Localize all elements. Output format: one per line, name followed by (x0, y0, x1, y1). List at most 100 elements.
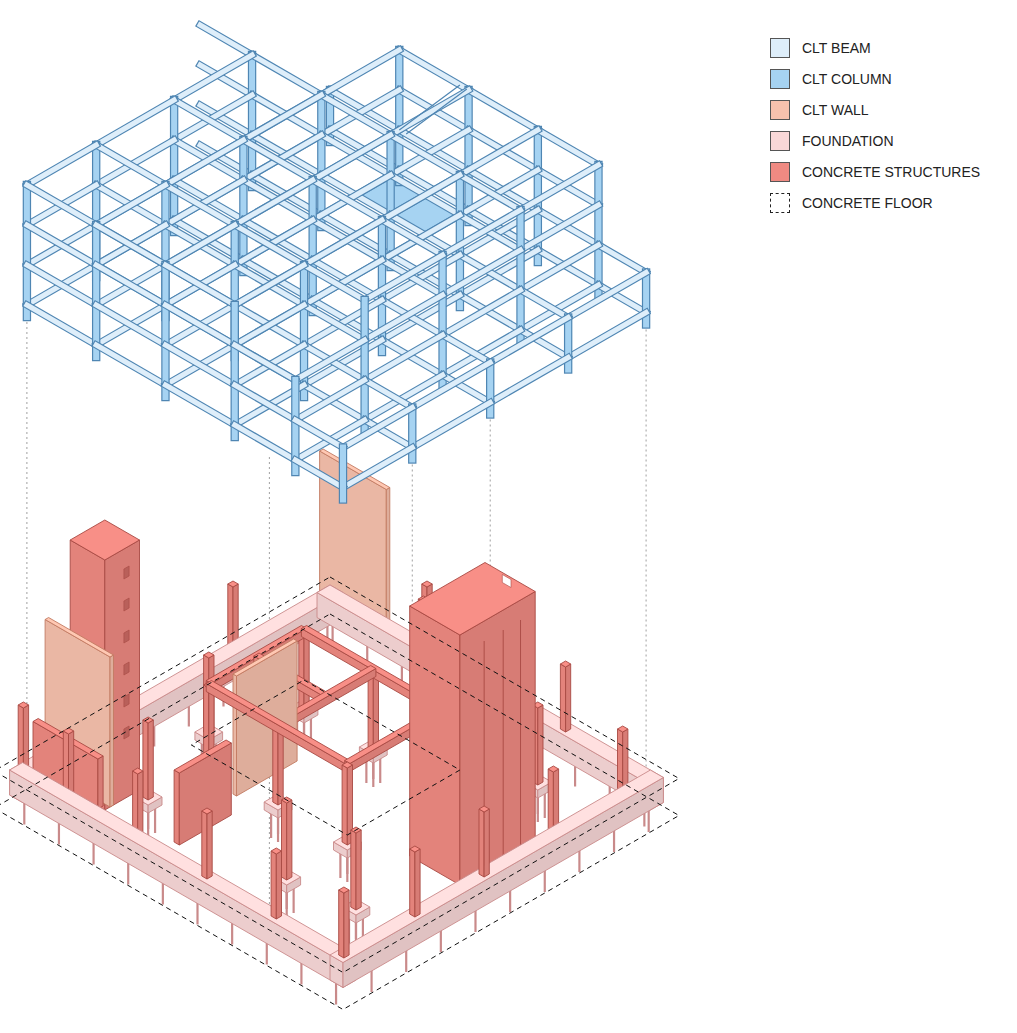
clt-column-outline (594, 165, 602, 297)
box-face (228, 581, 238, 587)
clt-beam (165, 265, 234, 305)
clt-beam (96, 140, 174, 185)
concrete-column (410, 846, 420, 917)
core-opening (124, 662, 129, 675)
clt-beam-outline (235, 425, 296, 460)
box-face (339, 890, 344, 958)
clt-column (388, 135, 394, 267)
box-face (538, 705, 543, 785)
clt-beam (365, 295, 443, 340)
clt-beam-outline (235, 265, 304, 305)
clt-beam (96, 305, 165, 345)
clt-beam (443, 250, 521, 295)
legend-row: CONCRETE FLOOR (770, 187, 980, 218)
core-opening (124, 598, 129, 611)
clt-beam (243, 140, 312, 180)
box-face (386, 488, 390, 630)
clt-beam (443, 290, 521, 335)
box-face (271, 848, 281, 854)
box-face (143, 720, 148, 800)
box-face (410, 563, 536, 636)
clt-beam-outline (304, 305, 365, 340)
box-face (202, 808, 212, 814)
clt-beam-outline (165, 140, 243, 185)
dashed-swatch (770, 193, 790, 213)
box-face (18, 702, 28, 708)
concrete-column (560, 661, 570, 732)
clt-beam-outline (538, 210, 599, 245)
clt-beam-outline (96, 345, 165, 385)
clt-column (232, 305, 238, 437)
concrete-floor-outlines (0, 577, 679, 1010)
clt-beam (96, 100, 174, 145)
clt-beam-outline (412, 403, 490, 448)
clt-beam (490, 358, 568, 403)
clt-beam (538, 130, 599, 165)
clt-beam (174, 55, 252, 100)
legend-swatch (770, 38, 790, 58)
clt-beam (490, 318, 568, 363)
clt-beam-outline (443, 210, 521, 255)
clt-beam (165, 265, 234, 305)
clt-beam (165, 225, 234, 265)
clt-column-outline (248, 55, 256, 187)
box-face (233, 639, 297, 676)
clt-beam (295, 420, 343, 448)
clt-column (310, 180, 316, 312)
legend-row: CONCRETE STRUCTURES (770, 156, 980, 187)
box-face (202, 811, 207, 879)
box-face (356, 830, 361, 910)
clt-beam (96, 225, 165, 265)
box-face (204, 652, 214, 658)
clt-beam (165, 140, 243, 185)
clt-beam-outline (252, 55, 321, 95)
clt-beam-outline (235, 305, 304, 345)
clt-beam (96, 265, 165, 305)
clt-beam (321, 50, 399, 95)
clt-beam-outline (460, 175, 521, 210)
clt-beam-outline (568, 313, 646, 358)
clt-beam (165, 345, 234, 385)
clt-beam (460, 255, 521, 290)
box-face (282, 800, 287, 880)
legend-label: CLT COLUMN (802, 70, 892, 88)
clt-beam-outline (235, 225, 304, 265)
box-face (110, 655, 114, 807)
clt-beam-outline (165, 305, 234, 345)
clt-beam (304, 220, 382, 265)
clt-column (93, 225, 99, 357)
clt-beam-outline (490, 358, 568, 403)
clt-beam-outline (321, 95, 390, 135)
clt-beam (313, 135, 391, 180)
box-face (143, 717, 153, 723)
clt-beam (235, 180, 313, 225)
concrete-floor-outline (0, 577, 679, 973)
clt-beam (365, 335, 443, 380)
clt-beam (304, 385, 365, 420)
clt-beam (235, 265, 304, 305)
clt-beam-outline (382, 300, 443, 335)
clt-beam-outline (27, 225, 96, 265)
clt-column (440, 255, 446, 387)
clt-beam (412, 403, 490, 448)
clt-column-outline (92, 225, 100, 357)
clt-beam-outline (165, 305, 234, 345)
clt-beam-outline (165, 225, 234, 265)
clt-beam-outline (235, 180, 313, 225)
clt-column (518, 210, 524, 342)
clt-beam-outline (460, 295, 521, 330)
clt-column (24, 185, 30, 317)
concrete-column (271, 848, 281, 919)
clt-beam (568, 313, 646, 358)
box-face (10, 770, 343, 988)
legend-row: CLT WALL (770, 94, 980, 125)
clt-beam-outline (521, 245, 599, 290)
box-face (207, 811, 212, 879)
legend-row: CLT BEAM (770, 32, 980, 63)
clt-beam-outline (96, 100, 174, 145)
box-face (479, 809, 484, 877)
clt-beam (252, 55, 321, 95)
clt-beam (568, 273, 646, 318)
clt-column (340, 448, 346, 500)
